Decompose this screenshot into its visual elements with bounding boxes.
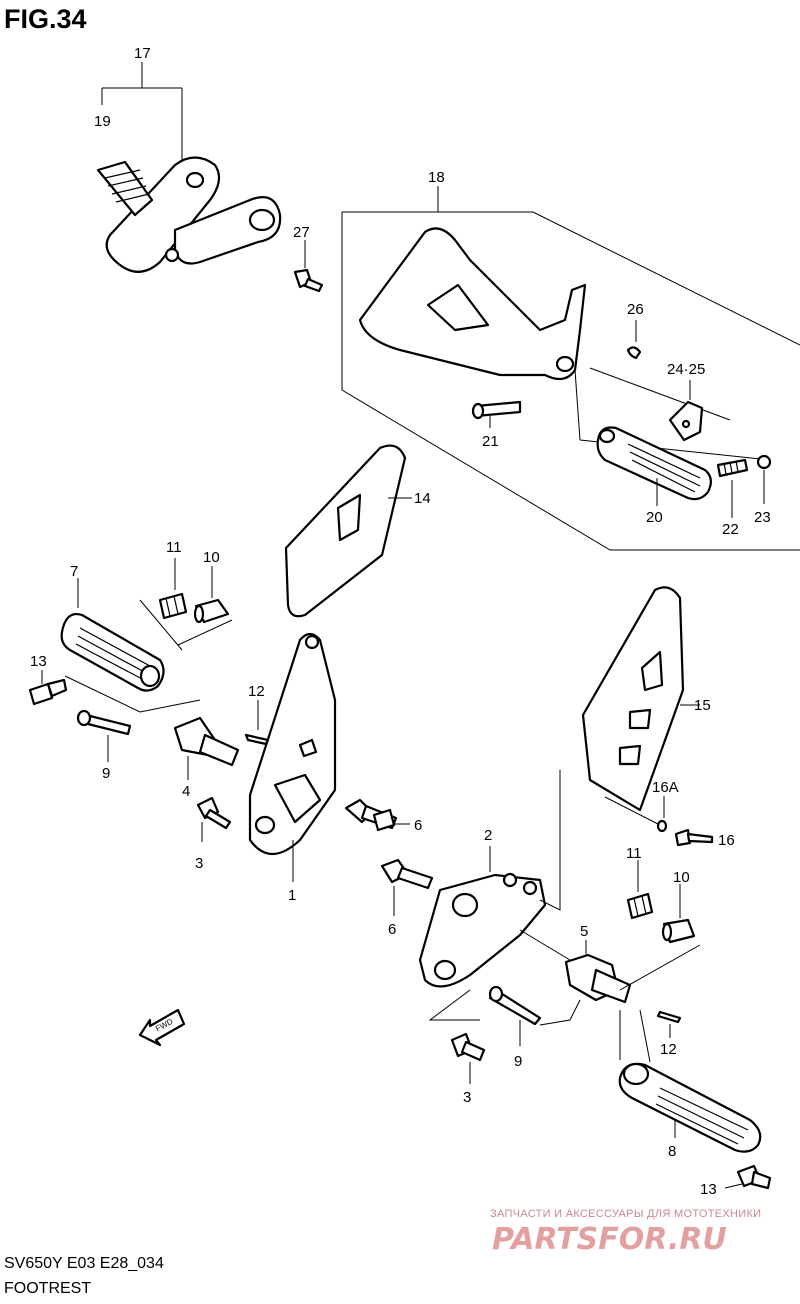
callout-12-right: 12 xyxy=(660,1041,677,1058)
part-12-clip-left xyxy=(244,700,270,746)
callout-9-left: 9 xyxy=(102,765,110,782)
callout-14: 14 xyxy=(414,490,431,507)
part-3-bolt-right xyxy=(450,1032,486,1084)
callout-17: 17 xyxy=(134,45,151,62)
part-5-holder xyxy=(519,929,701,1004)
part-2-bracket xyxy=(418,770,561,1021)
part-24-25-plate xyxy=(668,380,704,442)
part-8-footpeg xyxy=(618,1009,762,1153)
callout-19: 19 xyxy=(94,113,111,130)
callout-3-left: 3 xyxy=(195,855,203,872)
part-22-spring xyxy=(716,458,749,518)
part-21-pin xyxy=(471,400,522,428)
figure-title: FIG.34 xyxy=(4,4,87,34)
callout-2: 2 xyxy=(484,827,492,844)
part-20-footpeg xyxy=(596,426,712,506)
part-27-bolt xyxy=(293,240,324,293)
callout-16: 16 xyxy=(718,832,735,849)
part-10-bushing-left xyxy=(139,566,233,651)
callout-13-left: 13 xyxy=(30,653,47,670)
callout-11-left: 11 xyxy=(166,539,182,556)
callout-10-left: 10 xyxy=(203,549,220,566)
callout-9-right: 9 xyxy=(514,1053,522,1070)
callout-6-upper: 6 xyxy=(414,817,422,834)
callout-26: 26 xyxy=(627,301,644,318)
part-9-pin-right xyxy=(488,985,581,1046)
callout-4: 4 xyxy=(182,783,190,800)
callout-16a: 16A xyxy=(652,779,679,796)
callout-23: 23 xyxy=(754,509,771,526)
callout-6-lower: 6 xyxy=(388,921,396,938)
callout-1: 1 xyxy=(288,887,296,904)
callout-18: 18 xyxy=(428,169,445,186)
part-10-bushing-right xyxy=(661,884,696,944)
part-13-detent-left xyxy=(28,670,68,706)
diagram-name: FOOTREST xyxy=(4,1280,92,1297)
watermark-tagline: ЗАПЧАСТИ И АКСЕССУАРЫ ДЛЯ МОТОТЕХНИКИ xyxy=(490,1208,762,1220)
part-16a-washer xyxy=(604,796,668,833)
callout-21: 21 xyxy=(482,433,499,450)
callout-27: 27 xyxy=(293,224,310,241)
part-14-heel-guard xyxy=(284,444,412,618)
part-6-bolt-lower xyxy=(380,858,434,916)
callout-5: 5 xyxy=(580,923,588,940)
callout-22: 22 xyxy=(722,521,739,538)
part-13-detent-right xyxy=(724,1164,772,1190)
part-23-ball xyxy=(756,454,772,504)
fwd-arrow-icon: FWD xyxy=(138,1008,186,1047)
callout-24-25: 24·25 xyxy=(667,361,705,378)
diagram-code: SV650Y E03 E28_034 xyxy=(4,1255,164,1272)
part-3-bolt-left xyxy=(196,796,232,842)
callout-13-right: 13 xyxy=(700,1181,717,1198)
part-4-holder xyxy=(64,675,240,780)
part-1-bracket xyxy=(248,632,337,882)
part-7-footpeg xyxy=(60,578,165,692)
part-9-pin-left xyxy=(76,709,132,762)
part-11-spring-right xyxy=(626,860,654,920)
part-16-bolt xyxy=(674,828,714,847)
part-18-bracket xyxy=(358,227,771,461)
part-17-bracket-assembly xyxy=(96,62,282,273)
group-18-boundary xyxy=(341,211,800,551)
part-15-heel-guard xyxy=(581,586,700,812)
callout-7: 7 xyxy=(70,563,78,580)
part-6-bolt-upper xyxy=(344,798,410,832)
callout-3-right: 3 xyxy=(463,1089,471,1106)
callout-10-right: 10 xyxy=(673,869,690,886)
callout-12-left: 12 xyxy=(248,683,265,700)
part-12-clip-right xyxy=(656,1010,682,1038)
part-26-clip xyxy=(626,320,642,360)
callout-11-right: 11 xyxy=(626,845,642,862)
callout-8: 8 xyxy=(668,1143,676,1160)
callout-20: 20 xyxy=(646,509,663,526)
callout-15: 15 xyxy=(694,697,711,714)
watermark-logo: PARTSFOR.RU xyxy=(492,1222,727,1257)
part-11-spring-left xyxy=(158,558,188,620)
